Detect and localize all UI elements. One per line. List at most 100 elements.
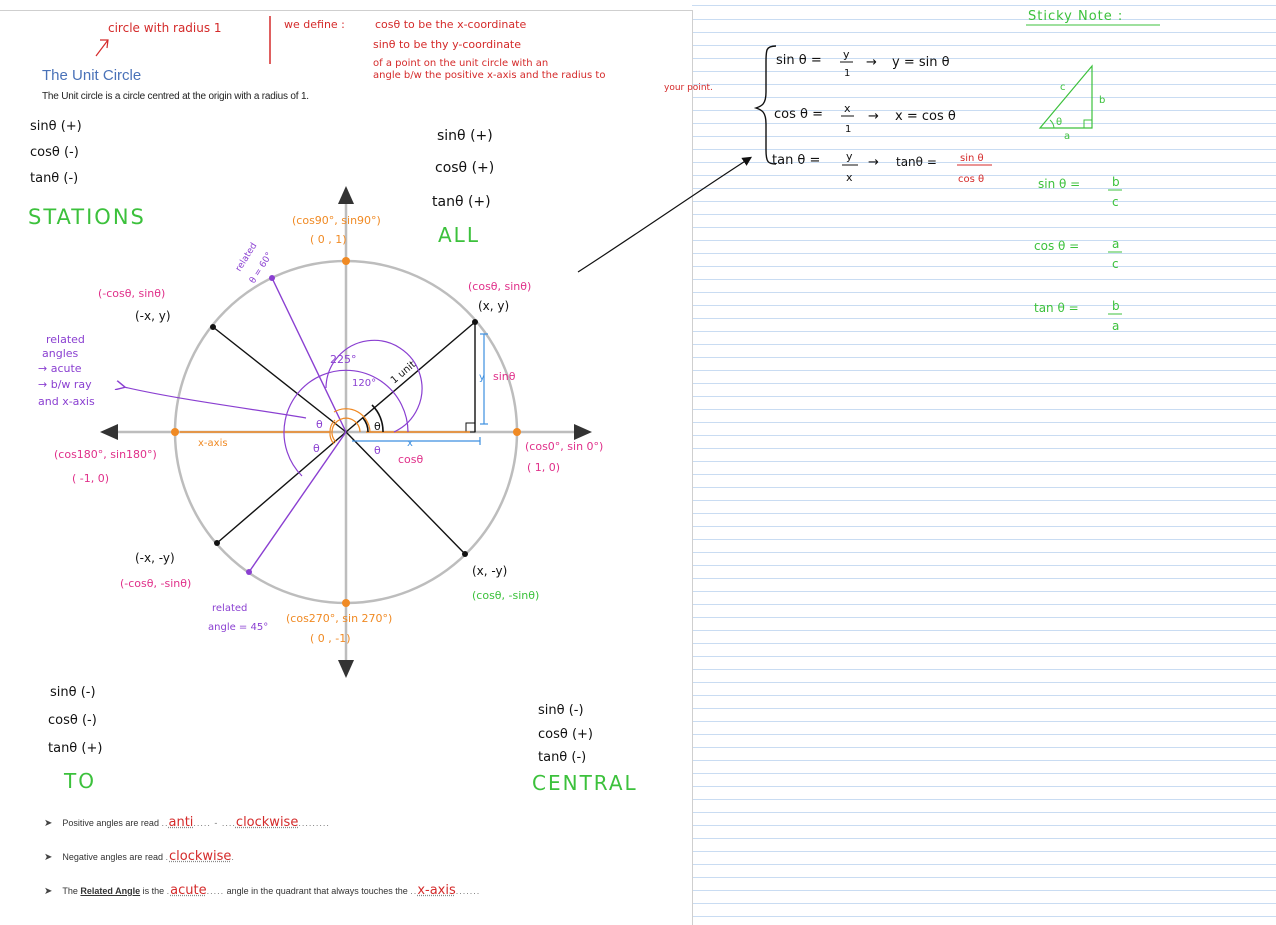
- q1-signs: sinθ (+) cosθ (+) tanθ (+): [432, 128, 494, 210]
- svg-text:b: b: [1112, 299, 1120, 313]
- svg-text:c: c: [1112, 195, 1119, 209]
- define-heading: we define :: [284, 18, 345, 31]
- svg-text:x: x: [846, 171, 853, 184]
- q2-signs: sinθ (+) cosθ (-) tanθ (-): [30, 119, 82, 186]
- svg-text:cos θ: cos θ: [958, 174, 984, 185]
- q1-sin: sinθ (+): [437, 128, 493, 144]
- theta-arc: [362, 417, 369, 433]
- ray-q4: [345, 431, 466, 555]
- related-45-label-2: angle = 45°: [208, 622, 268, 633]
- top-point-coords: ( 0 , 1): [310, 233, 347, 246]
- bottom-point-coords: ( 0 , -1): [310, 632, 351, 645]
- x-axis-right-arrow-icon: [574, 424, 592, 440]
- svg-text:and x-axis: and x-axis: [38, 395, 95, 408]
- define-line-2: sinθ to be thy y-coordinate: [373, 38, 521, 51]
- svg-text:angles: angles: [42, 347, 79, 360]
- right-angle-mark: [465, 422, 476, 433]
- theta-label-q3: θ: [313, 442, 320, 455]
- left-point-coords: ( -1, 0): [72, 472, 109, 485]
- arrow-right-icon: →: [868, 109, 879, 124]
- point-q3: [214, 540, 220, 546]
- q4-signs: sinθ (-) cosθ (+) tanθ (-): [538, 703, 593, 765]
- page-title: The Unit Circle: [42, 67, 142, 84]
- page-subtitle: The Unit circle is a circle centred at t…: [42, 91, 309, 102]
- cos-formula-result: x = cos θ: [895, 109, 956, 124]
- q2-point-label: (-cosθ, sinθ): [98, 287, 165, 300]
- q1-label: ALL: [438, 223, 480, 247]
- ray-q2: [212, 326, 347, 433]
- related-arcs: [331, 417, 361, 443]
- left-point-label: (cos180°, sin180°): [54, 448, 157, 461]
- svg-text:sin θ =: sin θ =: [1038, 177, 1080, 191]
- arrow-right-icon: →: [868, 155, 879, 170]
- bullet-negative-angles: ➤Negative angles are read .clockwise.: [44, 849, 235, 864]
- related-45-label-1: related: [212, 603, 247, 614]
- bullet-arrow-icon: ➤: [44, 886, 53, 897]
- svg-text:1: 1: [844, 68, 850, 79]
- q1-tan: tanθ (+): [432, 194, 491, 210]
- q2-point-coords: (-x, y): [135, 309, 171, 323]
- q1-point-label: (cosθ, sinθ): [468, 280, 531, 293]
- q2-tan: tanθ (-): [30, 171, 78, 186]
- answer-x-axis: x-axis: [417, 883, 456, 898]
- radius-note-arrow: [95, 39, 109, 57]
- q3-cos: cosθ (-): [48, 713, 97, 728]
- bullet-arrow-icon: ➤: [44, 818, 53, 829]
- q4-tan: tanθ (-): [538, 750, 586, 765]
- q3-signs: sinθ (-) cosθ (-) tanθ (+): [48, 685, 102, 756]
- radius-note: circle with radius 1: [108, 21, 222, 35]
- formula-brace: [753, 45, 777, 165]
- q4-point-label: (cosθ, -sinθ): [472, 589, 539, 602]
- sticky-triangle-labels: c b a θ: [1056, 82, 1105, 142]
- right-point-label: (cos0°, sin 0°): [525, 440, 603, 453]
- formula-block: sin θ = y 1 → y = sin θ cos θ = x 1 → x …: [772, 48, 992, 185]
- point-left: [171, 428, 179, 436]
- sticky-formulas: sin θ = b c cos θ = a c tan θ = b a: [1034, 175, 1122, 333]
- cos-formula-lhs: cos θ =: [774, 107, 823, 122]
- svg-text:c: c: [1060, 82, 1066, 93]
- lined-note-paper: [692, 0, 1276, 924]
- svg-text:→ b/w ray: → b/w ray: [38, 378, 92, 391]
- bottom-point-label: (cos270°, sin 270°): [286, 612, 392, 625]
- arc-225: [283, 369, 409, 477]
- svg-text:θ: θ: [1056, 117, 1062, 128]
- answer-clockwise: clockwise: [235, 815, 299, 830]
- angle-225-label: 225°: [330, 353, 357, 366]
- answer-acute: acute: [170, 883, 207, 898]
- svg-text:y: y: [843, 48, 850, 61]
- arc-120: [325, 339, 423, 433]
- q4-point-coords: (x, -y): [472, 564, 507, 578]
- q1-cos: cosθ (+): [435, 160, 494, 176]
- point-bottom: [342, 599, 350, 607]
- ray-225: [248, 431, 347, 573]
- svg-text:b: b: [1112, 175, 1120, 189]
- answer-clockwise-negative: clockwise: [169, 849, 232, 864]
- define-line-4: angle b/w the positive x-axis and the ra…: [373, 70, 605, 81]
- point-to-formula-arrow: [577, 156, 753, 273]
- y-label: y: [479, 372, 485, 383]
- q3-sin: sinθ (-): [50, 685, 96, 700]
- point-q2: [210, 324, 216, 330]
- svg-text:1: 1: [845, 124, 851, 135]
- q3-label: TO: [63, 769, 96, 793]
- right-point-coords: ( 1, 0): [527, 461, 560, 474]
- point-q1: [472, 319, 478, 325]
- point-q4: [462, 551, 468, 557]
- theta-label-q2: θ: [316, 418, 323, 431]
- q2-cos: cosθ (-): [30, 145, 79, 160]
- define-line-1: cosθ to be the x-coordinate: [375, 18, 526, 31]
- related-angles-note: related angles → acute → b/w ray and x-a…: [38, 333, 95, 408]
- sticky-triangle: [1038, 64, 1093, 129]
- svg-text:a: a: [1112, 237, 1119, 251]
- top-point-label: (cos90°, sin90°): [292, 214, 381, 227]
- y-axis-down-arrow-icon: [338, 660, 354, 678]
- svg-text:c: c: [1112, 257, 1119, 271]
- q3-point-coords: (-x, -y): [135, 551, 175, 565]
- svg-text:x: x: [844, 102, 851, 115]
- x-axis-label: x-axis: [198, 438, 228, 449]
- theta-label-q1: θ: [374, 420, 381, 433]
- define-line-3: of a point on the unit circle with an: [373, 58, 548, 69]
- y-axis-up-arrow-icon: [338, 186, 354, 204]
- related-note-arrow: [124, 387, 307, 419]
